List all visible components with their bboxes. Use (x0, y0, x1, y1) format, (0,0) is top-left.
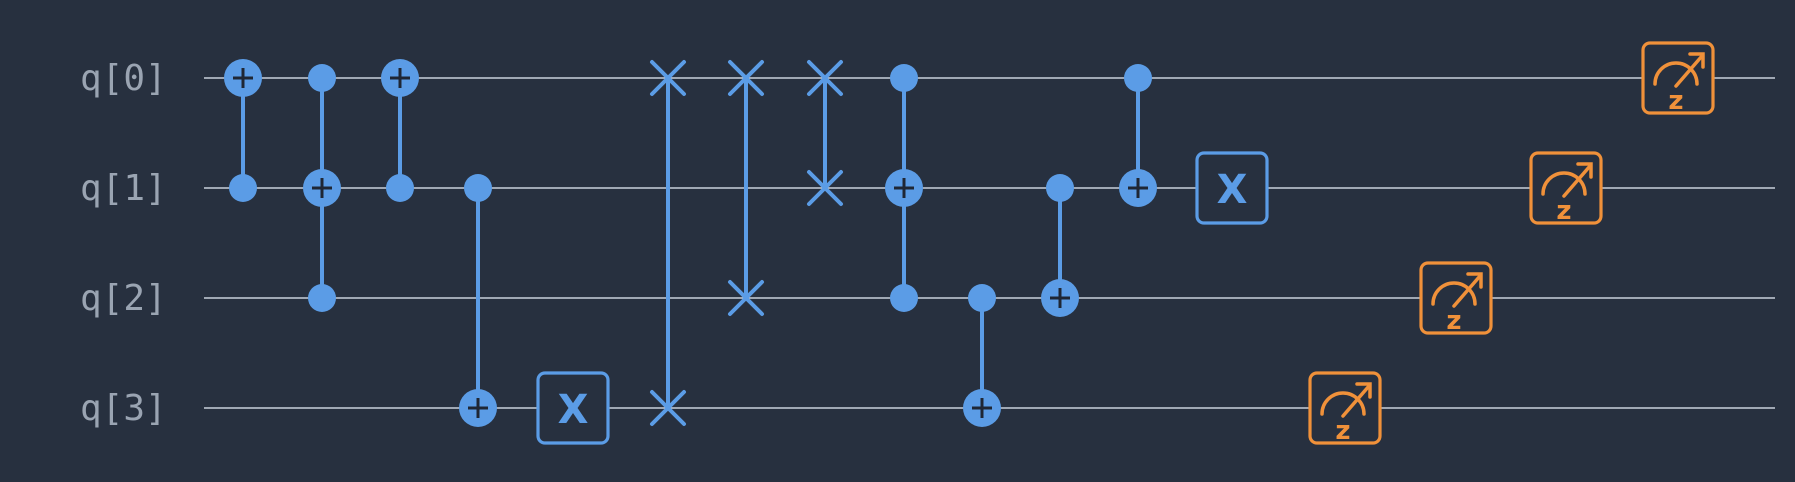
control-dot (308, 64, 336, 92)
cnot-op[interactable] (1119, 64, 1157, 207)
cnot-op[interactable] (381, 59, 419, 202)
meter-icon (1653, 52, 1705, 88)
meter-arrowhead (1576, 162, 1593, 179)
gate-op[interactable]: X (1195, 151, 1269, 225)
measure-label: z (1335, 416, 1350, 446)
meter-arc (1320, 391, 1366, 416)
gate-box (536, 371, 610, 445)
swap-x-icon (807, 60, 843, 96)
control-dot (464, 174, 492, 202)
control-dot (890, 284, 918, 312)
control-dot (1124, 64, 1152, 92)
qubit-wires (204, 77, 1775, 409)
meter-arc (1653, 61, 1699, 86)
swap-op[interactable] (807, 60, 843, 206)
cnot-op[interactable] (963, 284, 1001, 427)
swap-stroke (807, 60, 843, 96)
swap-x-icon (728, 60, 764, 96)
swap-x-icon (728, 280, 764, 316)
meter-arrowhead (1355, 382, 1372, 399)
control-dot (229, 174, 257, 202)
swap-op[interactable] (728, 60, 764, 316)
gate-op[interactable]: X (536, 371, 610, 445)
measure-op[interactable]: z (1641, 41, 1715, 116)
swap-stroke (650, 60, 686, 96)
gate-label: X (558, 387, 589, 433)
swap-x-icon (807, 170, 843, 206)
cnot-op[interactable] (224, 59, 262, 202)
cnot-target-icon (1119, 169, 1157, 207)
control-dot (890, 64, 918, 92)
meter-needle (1452, 274, 1482, 308)
cnot-target-icon (963, 389, 1001, 427)
cnot-target-icon (303, 169, 341, 207)
measure-op[interactable]: z (1529, 151, 1603, 226)
gate-box (1195, 151, 1269, 225)
cnot-target-icon (381, 59, 419, 97)
measure-box (1641, 41, 1715, 115)
cnot-op[interactable] (885, 64, 923, 312)
meter-icon (1320, 382, 1372, 418)
measure-op[interactable]: z (1308, 371, 1382, 446)
qubit-label: q[2] (80, 278, 167, 319)
swap-stroke (650, 390, 686, 426)
measure-box (1419, 261, 1493, 335)
measure-op[interactable]: z (1419, 261, 1493, 336)
measure-label: z (1668, 86, 1683, 116)
measure-label: z (1446, 306, 1461, 336)
meter-needle (1674, 54, 1704, 88)
control-dot (386, 174, 414, 202)
cnot-target-icon (885, 169, 923, 207)
swap-stroke (728, 60, 764, 96)
qubit-label: q[3] (80, 388, 167, 429)
gate-label: X (1217, 167, 1248, 213)
cnot-target-icon (1041, 279, 1079, 317)
meter-arc (1431, 281, 1477, 306)
meter-arrowhead (1466, 272, 1483, 289)
swap-op[interactable] (650, 60, 686, 426)
meter-arc (1541, 171, 1587, 196)
measure-box (1308, 371, 1382, 445)
cnot-op[interactable] (459, 174, 497, 427)
measure-box (1529, 151, 1603, 225)
meter-arrowhead (1688, 52, 1705, 69)
qubit-label: q[0] (80, 58, 167, 99)
circuit-operations: X Xz z z z (224, 41, 1715, 446)
control-dot (308, 284, 336, 312)
qubit-label: q[1] (80, 168, 167, 209)
cnot-op[interactable] (1041, 174, 1079, 317)
meter-icon (1541, 162, 1593, 198)
meter-icon (1431, 272, 1483, 308)
cnot-op[interactable] (303, 64, 341, 312)
swap-x-icon (650, 390, 686, 426)
swap-x-icon (650, 60, 686, 96)
cnot-target-icon (224, 59, 262, 97)
meter-needle (1341, 384, 1371, 418)
swap-stroke (807, 170, 843, 206)
meter-needle (1562, 164, 1592, 198)
control-dot (968, 284, 996, 312)
swap-stroke (728, 280, 764, 316)
control-dot (1046, 174, 1074, 202)
cnot-target-icon (459, 389, 497, 427)
measure-label: z (1556, 196, 1571, 226)
